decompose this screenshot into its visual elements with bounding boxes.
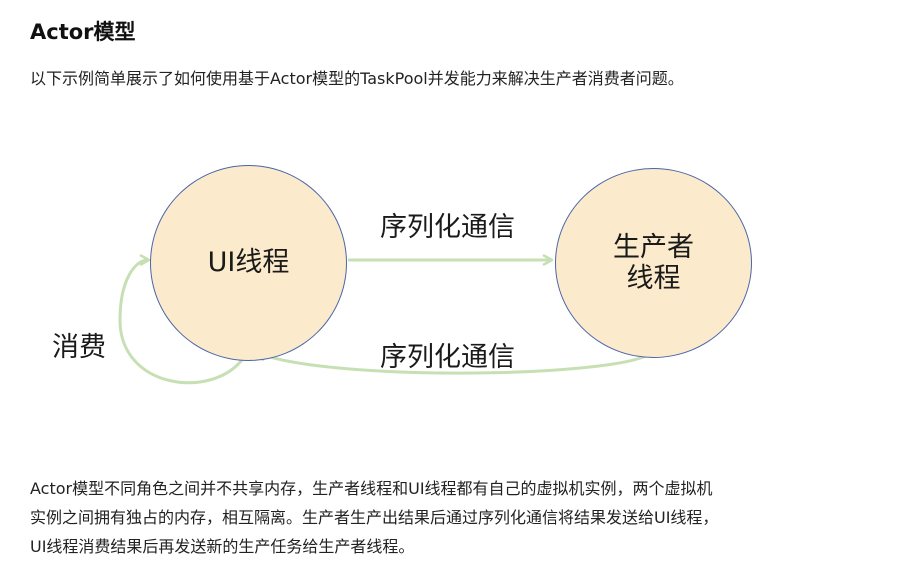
description-paragraph: Actor模型不同角色之间并不共享内存，生产者线程和UI线程都有自己的虚拟机实例… <box>30 474 890 561</box>
paragraph-line-2: 实例之间拥有独占的内存，相互隔离。生产者生产出结果后通过序列化通信将结果发送给U… <box>30 508 719 527</box>
paragraph-line-1: Actor模型不同角色之间并不共享内存，生产者线程和UI线程都有自己的虚拟机实例… <box>30 479 713 498</box>
edge-label-consume: 消费 <box>52 332 106 363</box>
edge-label-ui-to-producer: 序列化通信 <box>380 212 515 243</box>
diagram-arrows <box>118 150 656 385</box>
intro-text: 以下示例简单展示了如何使用基于Actor模型的TaskPool并发能力来解决生产… <box>30 69 684 88</box>
arrow-producer-to-ui <box>258 349 656 375</box>
section-heading: Actor模型 <box>30 20 136 44</box>
arrow-consume-loop <box>118 260 246 385</box>
edge-label-producer-to-ui: 序列化通信 <box>380 342 515 373</box>
producer-thread-label-line2: 线程 <box>626 263 681 294</box>
producer-thread-node: 生产者 线程 <box>555 168 752 358</box>
producer-thread-label-line1: 生产者 <box>613 231 694 263</box>
ui-thread-node: UI线程 <box>150 165 347 361</box>
ui-thread-label: UI线程 <box>207 247 290 279</box>
actor-model-diagram: UI线程 生产者 线程 序列化通信 序列化通信 消费 <box>0 150 900 400</box>
producer-thread-label: 生产者 线程 <box>609 232 699 294</box>
paragraph-line-3: UI线程消费结果后再发送新的生产任务给生产者线程。 <box>30 537 415 556</box>
